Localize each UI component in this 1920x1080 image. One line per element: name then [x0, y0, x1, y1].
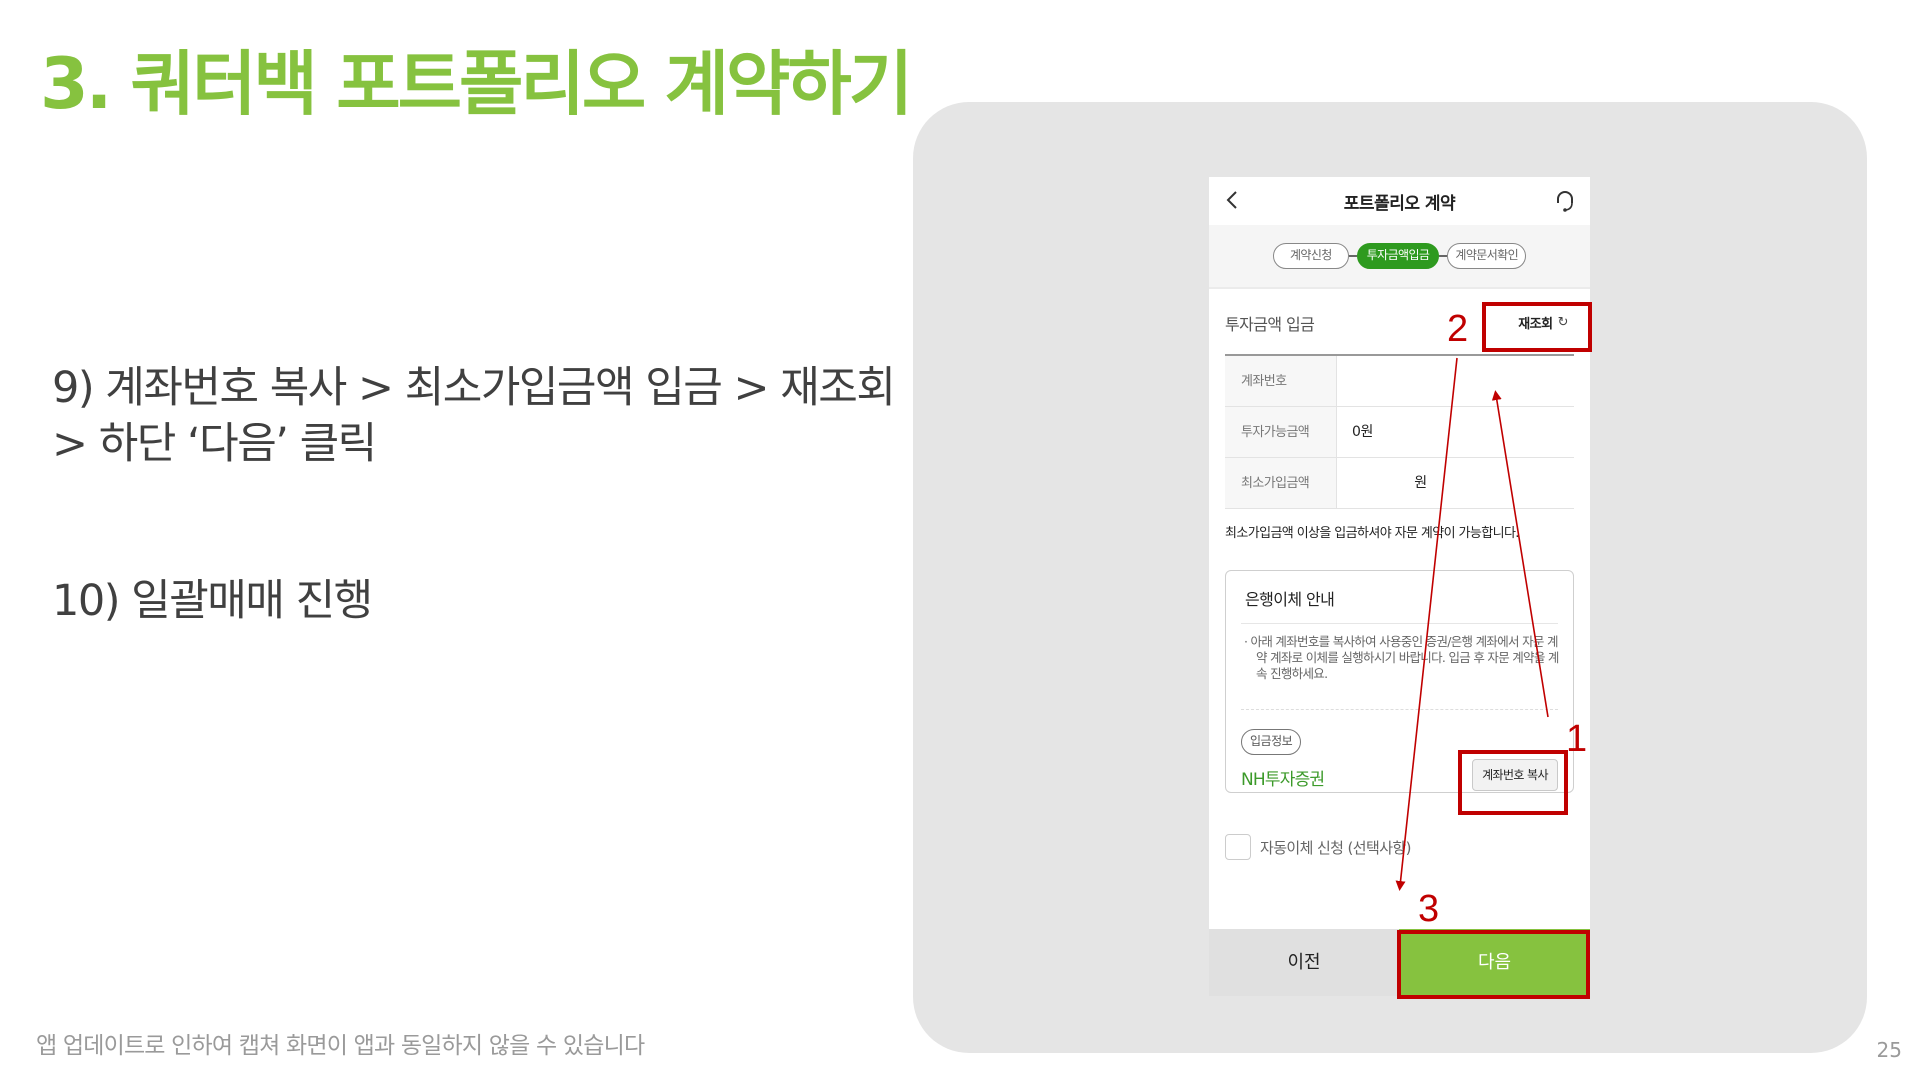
bank-name: NH투자증권 [1241, 770, 1325, 790]
deposit-section-title: 투자금액 입금 [1225, 315, 1315, 334]
bank-transfer-title: 은행이체 안내 [1245, 590, 1335, 609]
annotation-number-2: 2 [1447, 308, 1469, 350]
refresh-button[interactable]: 재조회 ↻ [1518, 313, 1568, 332]
deposit-section-header: 투자금액 입금 재조회 ↻ [1209, 291, 1590, 351]
auto-transfer-option[interactable]: 자동이체 신청 (선택사항) [1225, 834, 1411, 860]
bottom-navigation: 이전 다음 [1209, 929, 1590, 996]
app-header-title: 포트폴리오 계약 [1343, 193, 1456, 214]
copy-account-number-button[interactable]: 계좌번호 복사 [1472, 759, 1558, 791]
table-row: 최소가입금액 원 [1225, 458, 1574, 509]
refresh-icon: ↻ [1557, 315, 1569, 330]
refresh-label: 재조회 [1518, 317, 1553, 332]
divider [1241, 623, 1558, 624]
auto-transfer-checkbox[interactable] [1225, 834, 1251, 860]
chevron-left-icon[interactable] [1225, 189, 1245, 213]
annotation-number-3: 3 [1418, 888, 1440, 930]
table-row: 계좌번호 [1225, 356, 1574, 407]
contract-stepper: 계약신청 투자금액입금 계약문서확인 [1209, 225, 1590, 289]
row-label: 투자가능금액 [1225, 407, 1337, 457]
row-label: 최소가입금액 [1225, 458, 1337, 508]
step-connector [1439, 255, 1448, 257]
app-header: 포트폴리오 계약 [1209, 177, 1590, 225]
bank-transfer-description: · 아래 계좌번호를 복사하여 사용중인 증권/은행 계좌에서 자문 계약 계좌… [1244, 634, 1559, 681]
page-number: 25 [1876, 1038, 1902, 1062]
minimum-deposit-notice: 최소가입금액 이상을 입금하셔야 자문 계약이 가능합니다. [1225, 526, 1519, 541]
step-apply: 계약신청 [1272, 243, 1349, 269]
highlight-box-copy [1458, 750, 1568, 815]
annotation-number-1: 1 [1566, 718, 1588, 760]
row-label: 계좌번호 [1225, 356, 1337, 406]
divider [1241, 709, 1558, 710]
highlight-box-refresh [1482, 302, 1592, 352]
minimum-amount-value: 원 [1414, 475, 1427, 491]
footer-disclaimer: 앱 업데이트로 인하여 캡쳐 화면이 앱과 동일하지 않을 수 있습니다 [36, 1033, 645, 1059]
prev-button[interactable]: 이전 [1209, 929, 1399, 996]
deposit-info-badge: 입금정보 [1241, 729, 1302, 755]
step-9-instruction: 9) 계좌번호 복사 > 최소가입금액 입금 > 재조회 > 하단 ‘다음’ 클… [52, 363, 896, 469]
step-10-instruction: 10) 일괄매매 진행 [52, 576, 373, 626]
highlight-box-next [1397, 930, 1590, 999]
headset-icon[interactable] [1554, 189, 1576, 213]
step-connector [1348, 255, 1357, 257]
step-document-confirm: 계약문서확인 [1447, 243, 1527, 269]
slide-title: 3. 쿼터백 포트폴리오 계약하기 [40, 43, 913, 125]
step-deposit-active: 투자금액입금 [1356, 243, 1440, 269]
table-row: 투자가능금액 0원 [1225, 407, 1574, 458]
account-number-value [1337, 356, 1574, 406]
next-button[interactable]: 다음 [1399, 929, 1590, 996]
auto-transfer-label: 자동이체 신청 (선택사항) [1260, 838, 1411, 857]
phone-screen: 포트폴리오 계약 계약신청 투자금액입금 계약문서확인 투자금액 입금 재조회 … [1209, 177, 1590, 996]
available-amount-value: 0원 [1352, 424, 1373, 440]
deposit-info-table: 계좌번호 투자가능금액 0원 최소가입금액 원 [1225, 354, 1574, 509]
